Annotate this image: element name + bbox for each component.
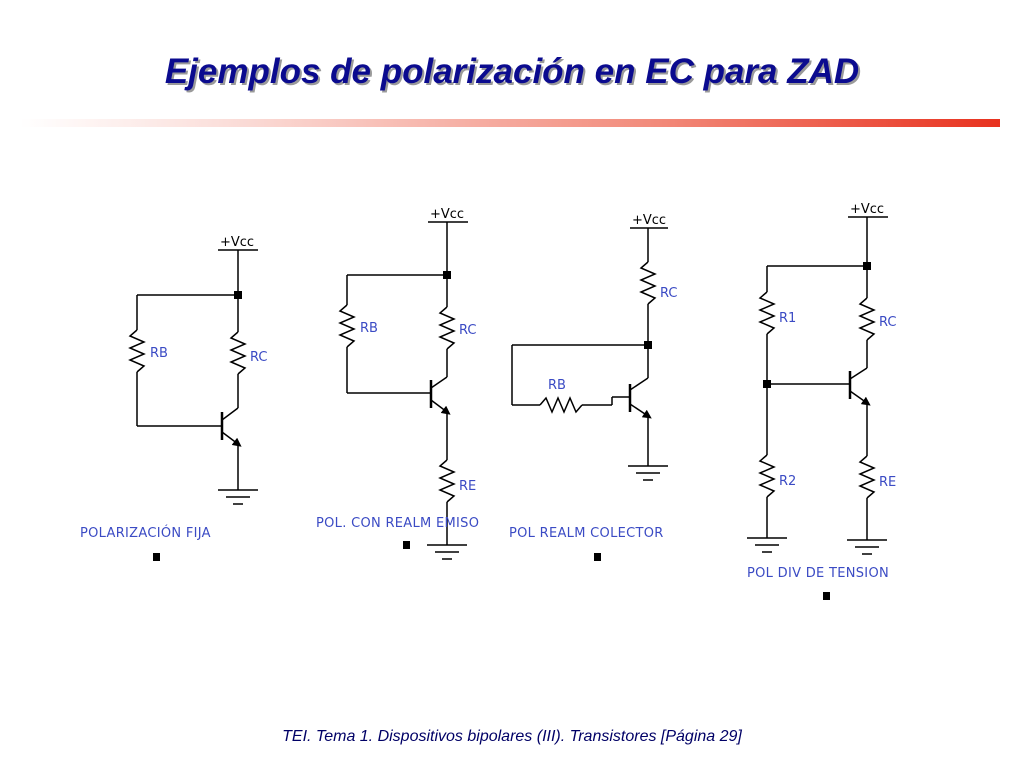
resistor-r1-4: [758, 291, 776, 335]
circuit-emitter-feedback: +Vcc RB RC RE POL. CON REALM EMISO: [316, 207, 479, 560]
ground-symbol-3: [628, 465, 668, 481]
resistor-rb-2: [338, 304, 356, 348]
slide-title: Ejemplos de polarización en EC para ZAD: [164, 52, 860, 91]
label-re-4: RE: [879, 475, 896, 490]
transistor-npn-3: [628, 377, 652, 419]
title-divider: [20, 119, 1000, 127]
bullet-marker: [823, 592, 830, 600]
label-rb-3: RB: [548, 378, 566, 393]
resistor-rb-1: [128, 329, 146, 373]
bullet-marker: [153, 553, 160, 561]
transistor-npn-2: [429, 376, 451, 415]
label-rc-3: RC: [660, 286, 677, 301]
ground-symbol-2: [427, 544, 467, 560]
label-rc-4: RC: [879, 315, 896, 330]
resistor-rc-3: [639, 261, 657, 305]
transistor-npn-4: [848, 367, 871, 406]
label-rc-2: RC: [459, 323, 476, 338]
circuit-voltage-divider: +Vcc R1 R: [747, 202, 896, 600]
label-r2-4: R2: [779, 474, 796, 489]
label-rc-1: RC: [250, 350, 267, 365]
resistor-re-2: [438, 459, 456, 503]
resistor-re-4: [858, 455, 876, 499]
ground-symbol-1: [218, 489, 258, 505]
label-rb-2: RB: [360, 321, 378, 336]
ground-symbol-4a: [747, 537, 787, 553]
transistor-npn-1: [220, 407, 242, 447]
label-r1-4: R1: [779, 311, 796, 326]
bullet-marker: [403, 541, 410, 549]
bullet-marker: [594, 553, 601, 561]
label-re-2: RE: [459, 479, 476, 494]
resistor-rb-3: [539, 396, 583, 414]
caption-collector-feedback: POL REALM COLECTOR: [509, 526, 664, 541]
caption-fixed-bias: POLARIZACIÓN FIJA: [80, 525, 211, 541]
resistor-rc-4: [858, 297, 876, 341]
caption-emitter-feedback: POL. CON REALM EMISO: [316, 516, 479, 531]
resistor-rc-2: [438, 306, 456, 350]
resistor-r2-4: [758, 454, 776, 498]
vcc-label-2: +Vcc: [430, 207, 464, 222]
caption-voltage-divider: POL DIV DE TENSION: [747, 566, 889, 581]
vcc-label-4: +Vcc: [850, 202, 884, 217]
vcc-label-3: +Vcc: [632, 213, 666, 228]
vcc-label-1: +Vcc: [220, 235, 254, 250]
ground-symbol-4b: [847, 539, 887, 555]
circuit-collector-feedback: +Vcc RB RC POL REALM COLECTOR: [509, 213, 677, 561]
slide-footer: TEI. Tema 1. Dispositivos bipolares (III…: [282, 728, 742, 745]
label-rb-1: RB: [150, 346, 168, 361]
circuit-fixed-bias: +Vcc RB RC POLARIZACIÓN FIJA: [80, 235, 267, 561]
resistor-rc-1: [229, 331, 247, 375]
